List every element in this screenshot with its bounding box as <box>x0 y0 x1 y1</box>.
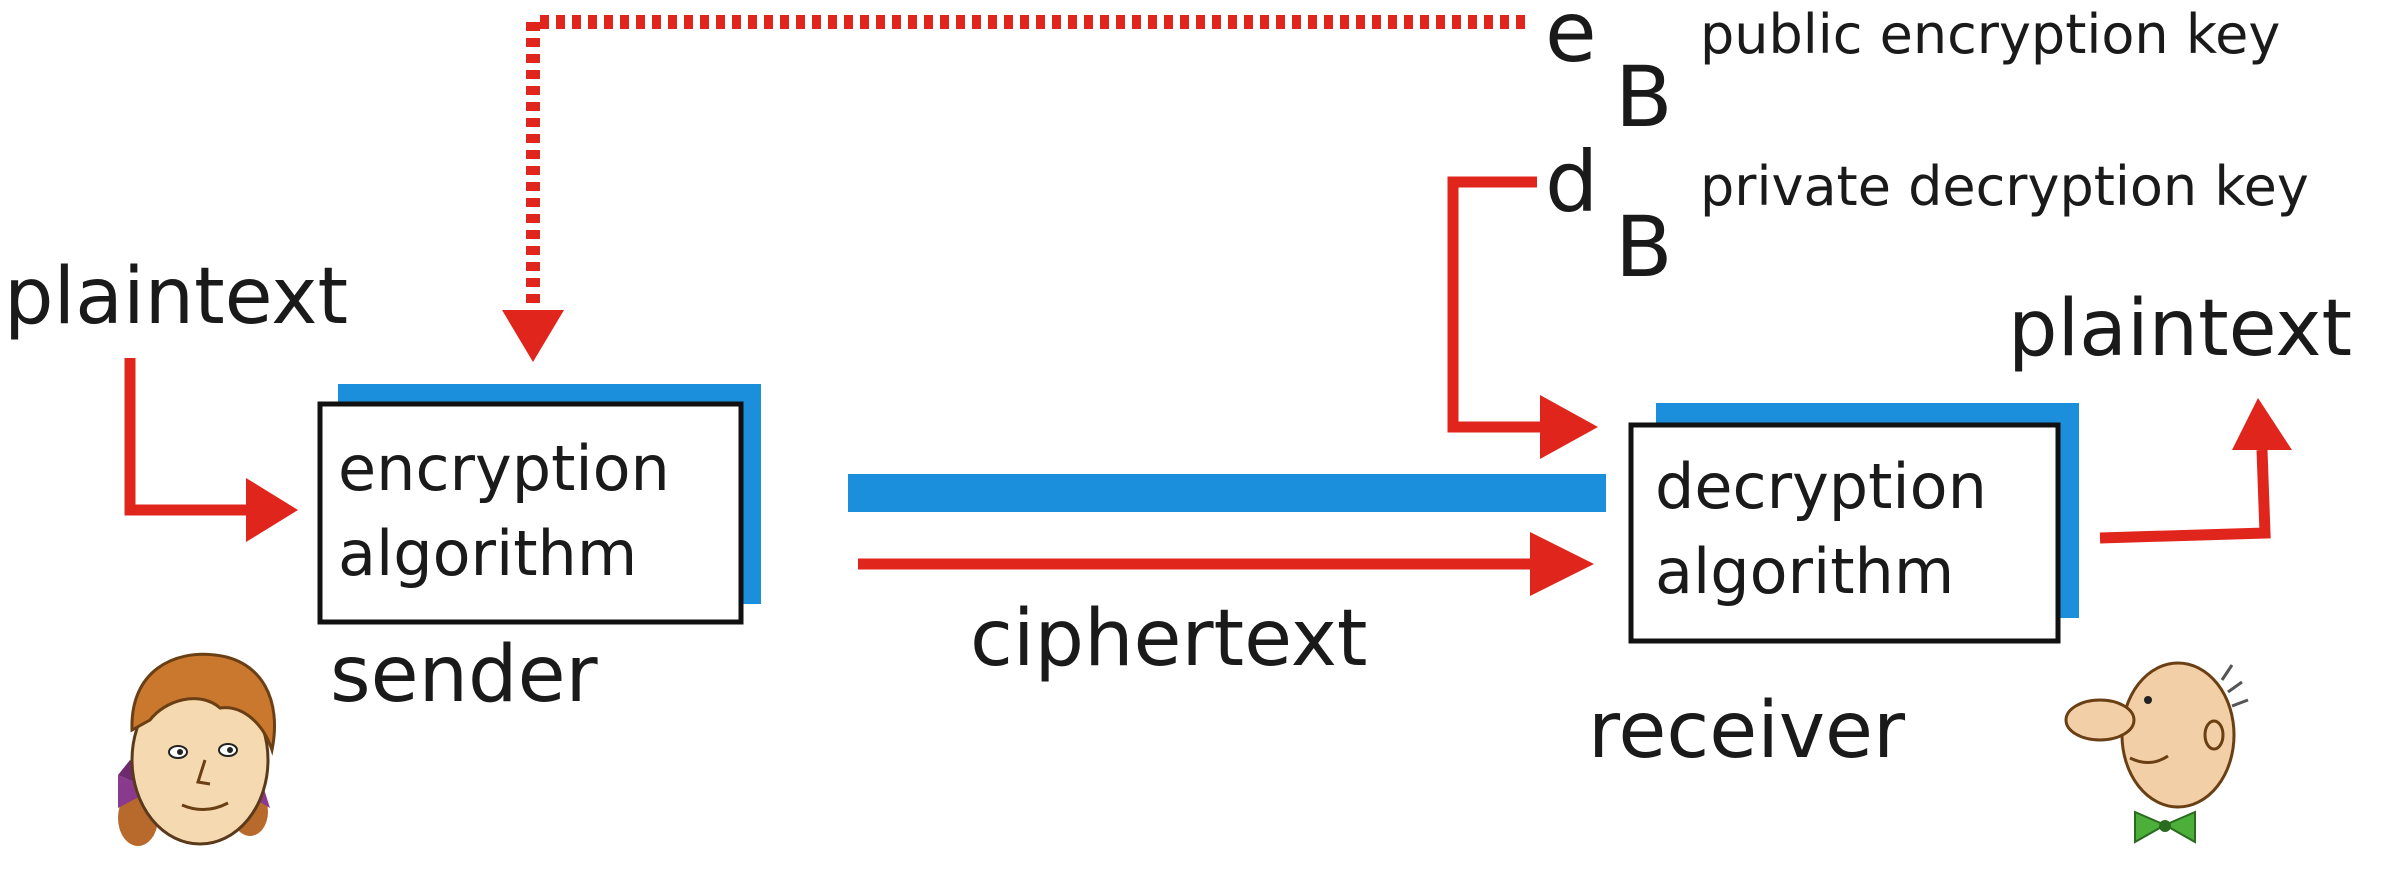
channel-bar <box>848 474 1606 512</box>
encryption-box-line1: encryption <box>338 432 670 505</box>
receiver-plaintext-label: plaintext <box>2008 284 2353 374</box>
encryption-box-text: encryption algorithm <box>338 432 670 590</box>
private-key-symbol: d <box>1545 133 1599 231</box>
cartoon-woman-face-icon <box>118 652 277 846</box>
plaintext-output-arrow <box>2099 398 2292 544</box>
public-key-description: public encryption key <box>1700 3 2281 66</box>
encryption-box-line2: algorithm <box>338 517 638 591</box>
public-key-subscript: B <box>1615 48 1673 146</box>
decryption-box <box>1628 403 2079 644</box>
plaintext-input-arrow <box>124 358 298 542</box>
decryption-box-line2: algorithm <box>1655 535 1955 609</box>
sender-plaintext-label: plaintext <box>4 252 349 342</box>
sender-label: sender <box>330 630 598 720</box>
public-key-symbol: e <box>1545 0 1597 81</box>
private-key-subscript: B <box>1615 198 1673 296</box>
private-key-description: private decryption key <box>1700 155 2309 218</box>
private-key-arrow <box>1447 176 1598 459</box>
ciphertext-label: ciphertext <box>970 594 1368 684</box>
public-key-arrow <box>502 15 1525 362</box>
decryption-box-text: decryption algorithm <box>1655 450 1987 608</box>
encryption-box <box>317 384 761 625</box>
cartoon-bald-man-face-icon <box>2064 661 2249 844</box>
ciphertext-arrow <box>858 532 1594 596</box>
decryption-box-line1: decryption <box>1655 450 1987 523</box>
receiver-label: receiver <box>1588 686 1906 776</box>
